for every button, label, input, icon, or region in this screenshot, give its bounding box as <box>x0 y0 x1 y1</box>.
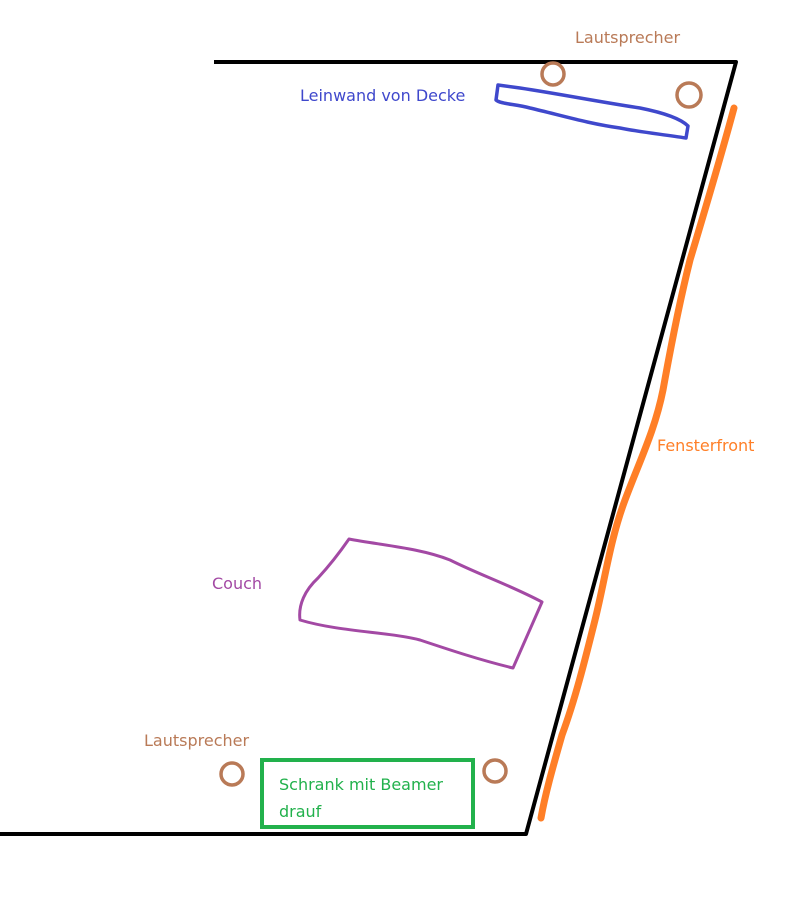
speaker-bottom-label: Lautsprecher <box>144 731 250 750</box>
screen-outline <box>494 83 690 140</box>
screen-label: Leinwand von Decke <box>300 86 466 105</box>
speaker-bottom-left <box>219 761 245 787</box>
window-front <box>537 104 738 822</box>
speaker-top-label: Lautsprecher <box>575 28 681 47</box>
room-walls <box>0 60 738 836</box>
cabinet-label-line2: drauf <box>279 802 322 821</box>
speaker-top-left <box>540 61 566 87</box>
speaker-bottom-right <box>482 758 508 784</box>
cabinet-outline <box>260 758 475 829</box>
couch-outline <box>298 537 544 670</box>
cabinet-label-line1: Schrank mit Beamer <box>279 775 443 794</box>
speaker-top-right <box>675 81 703 109</box>
couch-label: Couch <box>212 574 263 593</box>
window-label: Fensterfront <box>657 436 755 455</box>
